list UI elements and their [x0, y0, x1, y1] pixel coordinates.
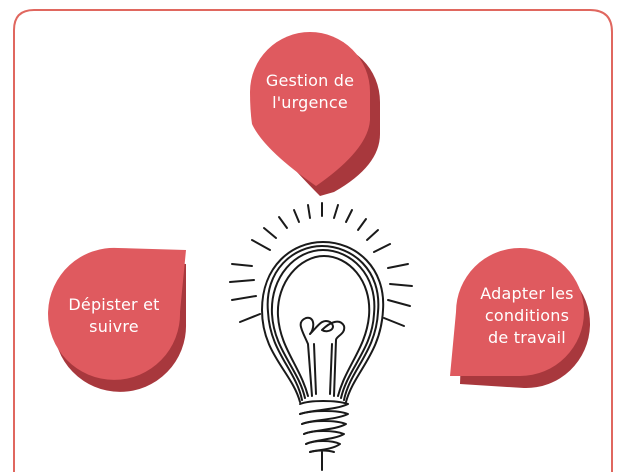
drop-left	[48, 247, 187, 392]
label-adapter-conditions: Adapter les conditions de travail	[462, 283, 592, 349]
label-right-line1: Adapter les	[480, 284, 574, 303]
bulb-glass	[261, 241, 385, 403]
drop-top-body	[250, 32, 370, 186]
drop-right	[450, 248, 591, 389]
drop-right-body	[450, 248, 584, 376]
frame-border	[13, 9, 613, 472]
drop-top	[250, 32, 380, 196]
label-top-line1: Gestion de	[265, 71, 355, 90]
label-left-line1: Dépister et	[68, 295, 160, 314]
lightbulb-icon	[229, 202, 413, 471]
label-top-line2: l'urgence	[272, 93, 348, 112]
bulb-base	[299, 400, 349, 471]
label-right-line2: conditions	[484, 306, 570, 325]
label-left-line2: suivre	[89, 317, 139, 336]
label-right-line3: de travail	[488, 328, 566, 347]
label-depister-suivre: Dépister et suivre	[44, 294, 184, 338]
label-gestion-urgence: Gestion de l'urgence	[250, 70, 370, 114]
bulb-rays	[229, 202, 413, 327]
drop-left-body	[48, 247, 186, 380]
bulb-filament	[299, 316, 346, 397]
